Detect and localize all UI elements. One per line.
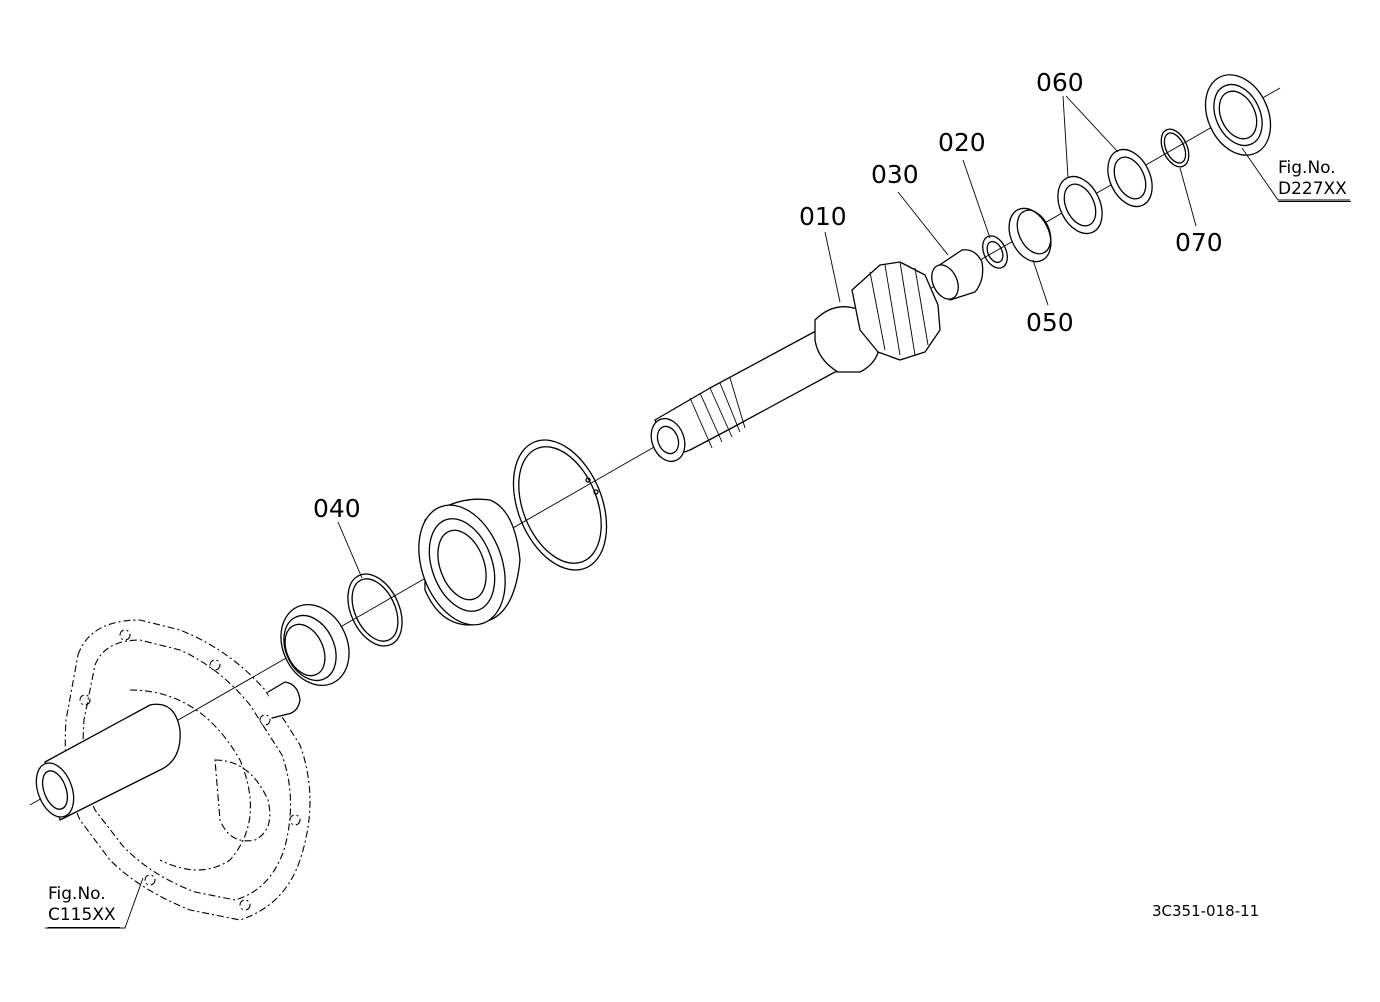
leader-lines	[45, 95, 1350, 929]
fig-ref-left-prefix: Fig.No.	[48, 884, 106, 904]
shaft-010-drawing	[650, 261, 941, 463]
leader-040	[337, 521, 363, 579]
seal-drawing	[280, 603, 350, 687]
mating-gear-drawing	[1204, 74, 1272, 156]
part-label-010: 010	[799, 202, 847, 231]
part-label-030: 030	[871, 160, 919, 189]
ring-050-drawing	[1008, 207, 1052, 263]
leader-fig-right	[1241, 147, 1350, 201]
housing-drawing	[35, 619, 311, 921]
part-label-050: 050	[1026, 308, 1074, 337]
part-label-020: 020	[938, 128, 986, 157]
leader-010	[824, 231, 841, 303]
snap-ring-040-drawing	[347, 573, 403, 647]
part-label-060: 060	[1036, 68, 1084, 97]
fig-ref-right-prefix: Fig.No.	[1278, 158, 1336, 178]
part-label-040: 040	[313, 494, 361, 523]
collar-030-drawing	[931, 249, 984, 301]
needle-bearings-060-drawing	[1057, 148, 1153, 235]
part-label-070: 070	[1175, 228, 1223, 257]
leader-060-b	[1065, 95, 1119, 153]
fig-ref-left-code[interactable]: C115XX	[48, 905, 120, 928]
leader-020	[962, 159, 991, 239]
washer-020-drawing	[982, 235, 1008, 269]
fig-ref-right[interactable]: Fig.No. D227XX	[1278, 158, 1351, 202]
drawing-number: 3C351-018-11	[1152, 902, 1260, 920]
leader-fig-left	[45, 877, 144, 929]
leader-030	[897, 191, 949, 256]
leader-070	[1179, 167, 1197, 227]
ball-bearing-drawing	[418, 498, 521, 626]
fig-ref-right-code[interactable]: D227XX	[1278, 179, 1351, 202]
leader-050	[1032, 259, 1049, 306]
fig-ref-left[interactable]: Fig.No. C115XX	[48, 884, 120, 928]
circlip-drawing	[512, 439, 608, 571]
snap-ring-070-drawing	[1160, 128, 1190, 168]
leader-060-a	[1062, 95, 1069, 179]
